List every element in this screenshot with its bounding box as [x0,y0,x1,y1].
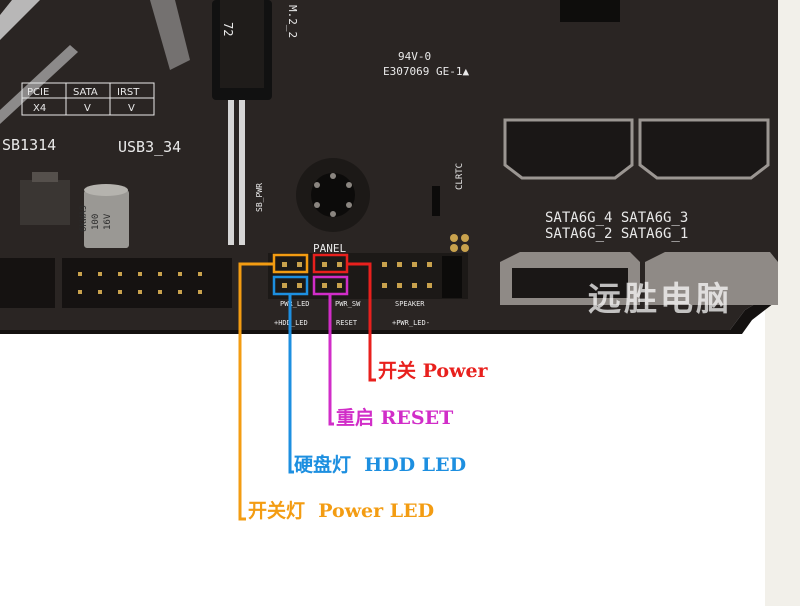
power-annotation-cn: 开关 [378,360,417,382]
cert-line-1: 94V-0 [398,50,431,63]
sata-label-row2: SATA6G_2 SATA6G_1 [545,226,688,242]
watermark: 远胜电脑 [588,279,732,318]
table-header-sata: SATA [73,87,98,98]
hdd-led-annotation-cn: 硬盘灯 [294,454,352,476]
m2-digit: 72 [221,22,235,36]
cert-line-2: E307069 GE-1▲ [383,65,469,78]
sata-ports-bottom [500,252,778,305]
power-annotation: 开关 Power [378,360,488,382]
reset-annotation-en: RESET [380,407,454,429]
panel-label: PANEL [313,242,346,255]
table-value-irst: V [128,103,135,114]
capacitor-text-2: 100 [91,214,101,230]
capacitor-text-1: 6KWA9 [79,205,89,232]
usb-left-label: SB1314 [2,136,56,154]
pin-label-pwr-led-bottom: +PWR_LED- [392,319,430,327]
screw-mount [296,158,370,232]
power-leader-line [347,262,376,382]
power-annotation-en: Power [422,360,488,382]
front-panel-header [268,253,468,299]
reset-annotation: 重启 RESET [336,407,453,429]
power-led-leader-line [238,262,274,521]
pin-label-speaker: SPEAKER [395,300,425,308]
pin-label-pwr-led: PWR_LED [280,300,310,308]
usb-right-label: USB3_34 [118,138,181,156]
reset-annotation-cn: 重启 [336,407,375,429]
sata-ports-top [503,118,770,180]
hdd-led-annotation: 硬盘灯 HDD LED [294,454,466,476]
power-led-annotation-en: Power LED [318,500,435,522]
pcie-table: PCIE SATA IRST X4 V V [21,82,155,116]
sb-pwr-label: SB_PWR [255,183,264,212]
table-value-sata: V [84,103,91,114]
m2-label: M.2_2 [286,5,299,38]
capacitor: 6KWA9 100 16V [79,184,129,248]
capacitor-text-3: 16V [103,213,113,230]
power-led-annotation-cn: 开关灯 [248,500,306,522]
pin-label-pwr-sw: PWR_SW [335,300,361,308]
table-header-irst: IRST [117,87,140,98]
hdd-led-annotation-en: HDD LED [364,454,467,476]
clrtc-label: CLRTC [455,163,465,190]
pin-label-reset: RESET [336,319,358,327]
sata-label-row1: SATA6G_4 SATA6G_3 [545,210,688,226]
reset-leader-line [328,294,334,426]
table-value-pcie: X4 [33,103,46,114]
table-header-pcie: PCIE [27,87,49,98]
hdd-led-leader-line [288,294,294,474]
power-led-annotation: 开关灯 Power LED [248,500,434,522]
